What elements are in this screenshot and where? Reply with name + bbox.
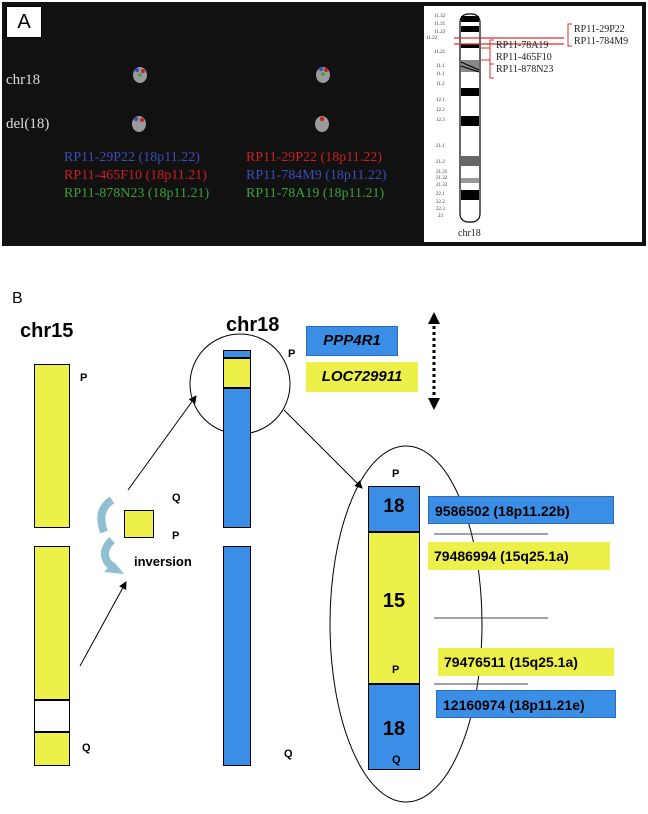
band-label: 11.23 xyxy=(434,30,446,35)
chr18-p-arm xyxy=(223,388,251,528)
ideogram-title: chr18 xyxy=(458,228,481,239)
clone-label: RP11-784M9 xyxy=(574,36,629,47)
zoom-segment-label: 15 xyxy=(382,590,406,612)
panel-a-fish-image: A chr18 del(18) RP11-29P22 (18p11.22) RP… xyxy=(2,2,646,246)
band-label: 12.3 xyxy=(436,118,445,123)
signal-del18-right xyxy=(315,116,329,132)
gene-box-loc729911: LOC729911 xyxy=(306,362,418,392)
coord-box: 12160974 (18p11.21e) xyxy=(436,690,616,718)
zoom-segment-chr18-top xyxy=(368,486,420,532)
chr15-excised-segment xyxy=(34,700,70,732)
chr18-ideogram: 11.32 11.31 11.23 11.22 11.21 11.1 11.1 … xyxy=(424,6,642,242)
clone-label: RP11-465F10 xyxy=(496,52,552,63)
zoom-p-top-label: P xyxy=(392,468,400,480)
chr18-inserted-segment xyxy=(223,358,251,388)
chr15-q-arm xyxy=(34,546,70,700)
inverted-segment xyxy=(124,510,154,538)
band-label: 23 xyxy=(438,214,443,219)
probe-right-1: RP11-29P22 (18p11.22) xyxy=(246,150,382,165)
chr15-title: chr15 xyxy=(20,320,74,342)
row-label-chr18: chr18 xyxy=(6,72,41,88)
band-label: 22.1 xyxy=(436,192,445,197)
probe-left-1: RP11-29P22 (18p11.22) xyxy=(64,150,200,165)
chr15-p-arm xyxy=(34,364,70,528)
chr18-title: chr18 xyxy=(226,314,280,336)
chr18-q-label: Q xyxy=(284,748,293,760)
fish-signals xyxy=(132,66,330,132)
zoom-segment-label: 18 xyxy=(383,496,405,517)
chr15-q-terminal xyxy=(34,732,70,766)
chr18-p-label: P xyxy=(288,348,296,360)
band-label: 11.32 xyxy=(434,14,446,19)
probe-right-2: RP11-784M9 (18p11.22) xyxy=(246,168,387,183)
band-label: 11.1 xyxy=(436,64,445,69)
arrow-to-chr18 xyxy=(127,395,197,491)
coord-box: 79486994 (15q25.1a) xyxy=(428,542,610,570)
inverted-p-label: P xyxy=(172,530,180,542)
band-label: 21.1 xyxy=(436,144,445,149)
clone-label: RP11-29P22 xyxy=(574,24,625,35)
zoom-segment-chr18-bottom xyxy=(368,684,420,770)
panel-b-label: B xyxy=(12,290,23,307)
zoom-p-label-mid: P xyxy=(392,664,400,676)
band-label: 11.31 xyxy=(434,22,446,27)
chr15-q-label: Q xyxy=(82,742,91,754)
coord-box: 79476511 (15q25.1a) xyxy=(438,648,614,676)
band-label: 21.32 xyxy=(436,176,448,181)
probe-left-2: RP11-465F10 (18p11.21) xyxy=(64,168,207,183)
chr15-p-label: P xyxy=(80,372,88,384)
arrow-inversion xyxy=(79,581,127,667)
probe-left-3: RP11-878N23 (18p11.21) xyxy=(64,186,210,201)
panel-a-label: A xyxy=(6,6,42,38)
coord-box: 9586502 (18p11.22b) xyxy=(428,496,614,524)
band-label: 11.2 xyxy=(436,82,445,87)
chr18-q-arm xyxy=(223,546,251,766)
clone-label: RP11-878N23 xyxy=(496,64,554,75)
zoom-q-label-bottom: Q xyxy=(392,754,401,766)
band-label: 21.31 xyxy=(436,170,448,175)
band-label: 22.2 xyxy=(436,200,445,205)
zoom-segment-label: 18 xyxy=(382,718,406,740)
inversion-label: inversion xyxy=(134,554,192,569)
band-label: 21.2 xyxy=(436,160,445,165)
ideogram-drawing xyxy=(454,13,572,223)
signal-chr18-left xyxy=(133,67,147,83)
band-label: 12.1 xyxy=(436,98,445,103)
rotate-arrow-icon xyxy=(97,496,115,534)
zoom-ellipse xyxy=(329,445,483,803)
gene-box-ppp4r1: PPP4R1 xyxy=(306,326,398,356)
chr18-p-tip xyxy=(223,350,251,358)
signal-del18-left xyxy=(132,116,146,132)
band-label: 11.22 xyxy=(426,36,438,41)
band-label: 12.2 xyxy=(436,108,445,113)
probe-right-3: RP11-78A19 (18p11.21) xyxy=(246,186,385,201)
band-label: 21.33 xyxy=(436,183,448,188)
arrow-to-zoom xyxy=(283,409,363,489)
band-label: 22.3 xyxy=(436,207,445,212)
band-label: 11.1 xyxy=(436,72,445,77)
zoom-segment-chr15 xyxy=(368,532,420,684)
inverted-q-label: Q xyxy=(172,492,181,504)
signal-chr18-right xyxy=(316,66,330,83)
clone-label: RP11-78A19 xyxy=(496,40,549,51)
row-label-del18: del(18) xyxy=(6,116,50,132)
band-label: 11.21 xyxy=(434,50,446,55)
